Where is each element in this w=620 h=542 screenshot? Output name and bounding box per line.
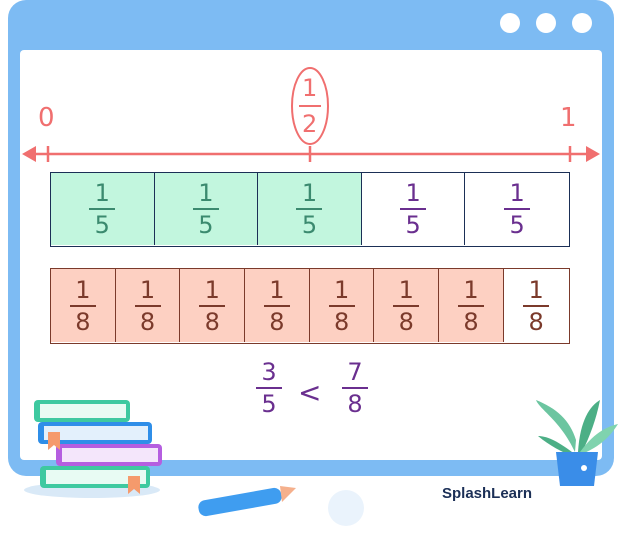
books-stack-icon [24, 400, 162, 498]
label-zero: 0 [38, 103, 55, 133]
eighth-denominator: 8 [398, 307, 414, 336]
brand-logo: SplashLearn [442, 485, 533, 502]
eighth-fraction-bar [457, 304, 484, 307]
comparison-right-denominator: 8 [347, 390, 363, 418]
comparison-symbol: < [298, 376, 322, 409]
fifth-denominator: 5 [301, 211, 318, 239]
half-highlight-oval [291, 67, 329, 145]
label-half-denominator: 2 [302, 110, 318, 138]
fifth-denominator: 5 [198, 211, 214, 239]
eighth-numerator: 1 [204, 275, 220, 304]
eighth-denominator: 8 [463, 307, 479, 336]
eighth-fraction-bar [134, 304, 161, 307]
comparison-right-bar [342, 387, 368, 389]
label-half-numerator: 1 [302, 74, 318, 102]
eighth-denominator: 8 [333, 307, 350, 336]
right-arrow-icon [586, 146, 600, 162]
eighth-numerator: 1 [333, 275, 350, 304]
decor-circle [328, 490, 364, 526]
left-arrow-icon [22, 146, 36, 162]
comparison-right-numerator: 7 [347, 358, 363, 386]
window-dot-1 [500, 13, 520, 33]
eighth-numerator: 1 [528, 275, 544, 304]
eighth-numerator: 1 [398, 275, 414, 304]
fifth-numerator: 1 [94, 179, 110, 207]
eighth-numerator: 1 [463, 275, 479, 304]
fifth-numerator: 1 [509, 179, 525, 207]
fifth-fraction-bar [192, 208, 219, 210]
fifth-fraction-bar [400, 208, 427, 210]
eighth-denominator: 8 [204, 307, 220, 336]
comparison-left-bar [256, 387, 282, 389]
eighth-fraction-bar [69, 304, 96, 307]
fifth-fraction-bar [504, 208, 531, 210]
fifth-fraction-bar [296, 208, 323, 210]
whiteboard [20, 50, 602, 460]
eighth-denominator: 8 [528, 307, 544, 336]
fifth-fraction-bar [89, 208, 116, 210]
crayon-icon [198, 486, 296, 517]
eighth-fraction-bar [393, 304, 420, 307]
eighth-fraction-bar [263, 304, 290, 307]
fifth-denominator: 5 [509, 211, 525, 239]
fifth-numerator: 1 [405, 179, 421, 207]
eighth-numerator: 1 [139, 275, 156, 304]
comparison-right-fraction: 7 8 [342, 360, 368, 416]
eighth-denominator: 8 [75, 307, 91, 336]
fifth-denominator: 5 [94, 211, 110, 239]
eighth-fraction-bar [523, 304, 550, 307]
eighth-fraction-bar [328, 304, 355, 307]
fifth-denominator: 5 [405, 211, 421, 239]
window-dot-3 [572, 13, 592, 33]
eighth-denominator: 8 [269, 307, 285, 336]
comparison-left-fraction: 3 5 [256, 360, 282, 416]
eighth-numerator: 1 [269, 275, 285, 304]
eighth-denominator: 8 [139, 307, 156, 336]
window-dot-2 [536, 13, 556, 33]
label-one: 1 [560, 103, 577, 133]
fifth-numerator: 1 [301, 179, 318, 207]
comparison-left-numerator: 3 [261, 358, 277, 386]
plant-icon [536, 400, 618, 486]
comparison-left-denominator: 5 [261, 390, 277, 418]
eighth-numerator: 1 [75, 275, 91, 304]
eighth-fraction-bar [199, 304, 226, 307]
fifth-numerator: 1 [198, 179, 214, 207]
